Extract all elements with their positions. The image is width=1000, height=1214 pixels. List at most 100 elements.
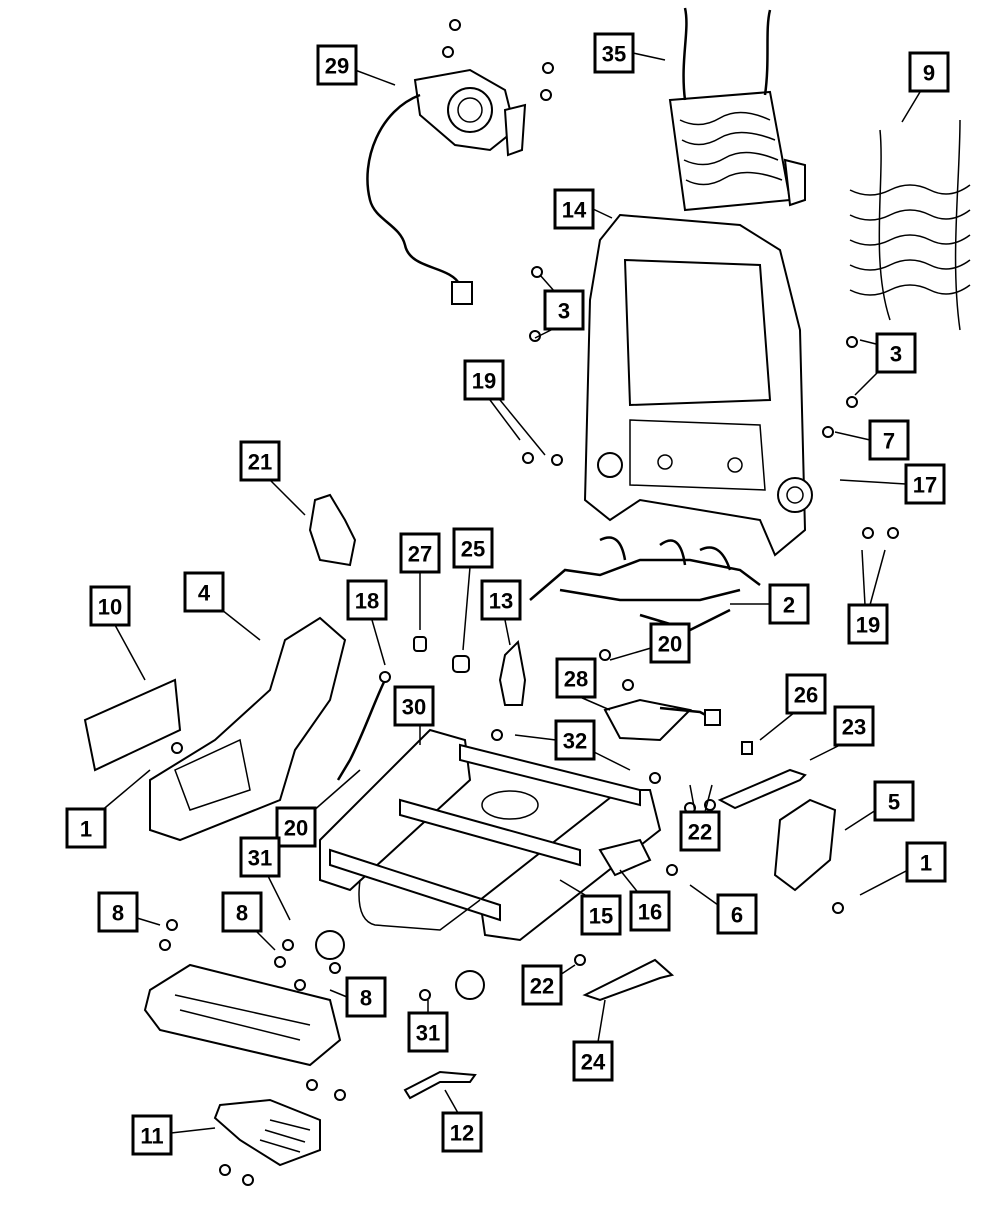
- callout-18: 18: [346, 579, 388, 621]
- callout-box: [875, 332, 917, 374]
- fastener-icon: [171, 742, 183, 754]
- fastener-icon: [242, 1174, 254, 1186]
- callout-box: [275, 806, 317, 848]
- part-5-cover: [773, 798, 837, 892]
- leader-line: [267, 875, 291, 921]
- callout-24: 24: [572, 1040, 614, 1082]
- callout-box: [785, 673, 827, 715]
- callout-label: 4: [198, 581, 211, 606]
- callout-box: [239, 440, 281, 482]
- callout-label: 8: [112, 901, 124, 926]
- leader-line: [254, 929, 276, 951]
- part-24-bracket: [582, 958, 675, 1002]
- callout-label: 17: [913, 473, 937, 498]
- callout-label: 29: [325, 54, 349, 79]
- leader-line: [99, 769, 151, 813]
- fastener-icon: [649, 772, 661, 784]
- part-2-cushion-wire: [529, 536, 761, 632]
- callout-3: 3: [875, 332, 917, 374]
- callout-32: 32: [554, 719, 596, 761]
- fastener-icon: [329, 962, 341, 974]
- callout-box: [480, 579, 522, 621]
- callout-31: 31: [239, 836, 281, 878]
- leader-lines: [99, 52, 921, 1134]
- callout-23: 23: [833, 705, 875, 747]
- callout-14: 14: [553, 188, 595, 230]
- callout-label: 30: [402, 695, 426, 720]
- part-15-seat-adjuster: [315, 728, 662, 1000]
- callout-box: [463, 359, 505, 401]
- callout-5: 5: [873, 780, 915, 822]
- callout-16: 16: [629, 890, 671, 932]
- callout-label: 25: [461, 537, 485, 562]
- leader-line: [861, 549, 866, 606]
- callout-label: 11: [140, 1124, 163, 1149]
- leader-line: [901, 91, 921, 123]
- callout-label: 9: [923, 61, 935, 86]
- leader-line: [354, 69, 396, 86]
- callout-box: [521, 964, 563, 1006]
- fastener-icon: [822, 426, 834, 438]
- fastener-icon: [166, 919, 178, 931]
- part-29-motor-harness: [366, 68, 527, 305]
- callout-29: 29: [316, 44, 358, 86]
- callout-box: [847, 603, 889, 645]
- callout-box: [554, 719, 596, 761]
- fastener-icon: [274, 956, 286, 968]
- callout-label: 3: [890, 342, 902, 367]
- fastener-icon: [294, 979, 306, 991]
- callout-label: 3: [558, 299, 570, 324]
- callout-7: 7: [868, 419, 910, 461]
- callout-box: [89, 585, 131, 627]
- callout-box: [221, 891, 263, 933]
- callout-box: [868, 419, 910, 461]
- callout-label: 20: [284, 816, 308, 841]
- callout-9: 9: [908, 51, 950, 93]
- fastener-icon: [846, 336, 858, 348]
- callout-box: [97, 891, 139, 933]
- callout-box: [393, 685, 435, 727]
- leader-line: [136, 917, 161, 926]
- leader-line: [859, 869, 909, 896]
- fastener-icon: [531, 266, 543, 278]
- fastener-icon: [846, 396, 858, 408]
- leader-line: [854, 369, 881, 396]
- callout-label: 16: [638, 900, 662, 925]
- part-23-bracket: [717, 768, 807, 810]
- callout-box: [908, 51, 950, 93]
- part-9-spring-mat: [849, 119, 971, 331]
- fastener-icon: [491, 729, 503, 741]
- callout-box: [679, 810, 721, 852]
- leader-line: [839, 479, 907, 485]
- callout-15: 15: [580, 894, 622, 936]
- leader-line: [704, 784, 713, 813]
- callout-label: 23: [842, 715, 866, 740]
- callout-box: [716, 893, 758, 935]
- callout-box: [239, 836, 281, 878]
- callout-label: 22: [530, 974, 554, 999]
- callout-box: [555, 657, 597, 699]
- callout-box: [346, 579, 388, 621]
- fastener-icon: [334, 1089, 346, 1101]
- callout-label: 32: [563, 729, 587, 754]
- callout-2: 2: [768, 583, 810, 625]
- callout-label: 13: [489, 589, 513, 614]
- fastener-icon: [622, 679, 634, 691]
- leader-line: [592, 208, 613, 219]
- callout-label: 10: [98, 595, 122, 620]
- leader-line: [114, 624, 146, 681]
- callout-box: [580, 894, 622, 936]
- fastener-icon: [542, 62, 554, 74]
- callout-label: 35: [602, 42, 626, 67]
- callout-label: 7: [883, 429, 895, 454]
- callout-box: [905, 841, 947, 883]
- leader-line: [444, 1089, 459, 1114]
- callout-box: [407, 1011, 449, 1053]
- callout-box: [629, 890, 671, 932]
- leader-line: [170, 1127, 216, 1134]
- fastener-icon: [159, 939, 171, 951]
- fastener-icon: [551, 454, 563, 466]
- fastener-icon: [419, 989, 431, 1001]
- part-14-seat-back-frame: [583, 213, 813, 557]
- fastener-icon: [574, 954, 586, 966]
